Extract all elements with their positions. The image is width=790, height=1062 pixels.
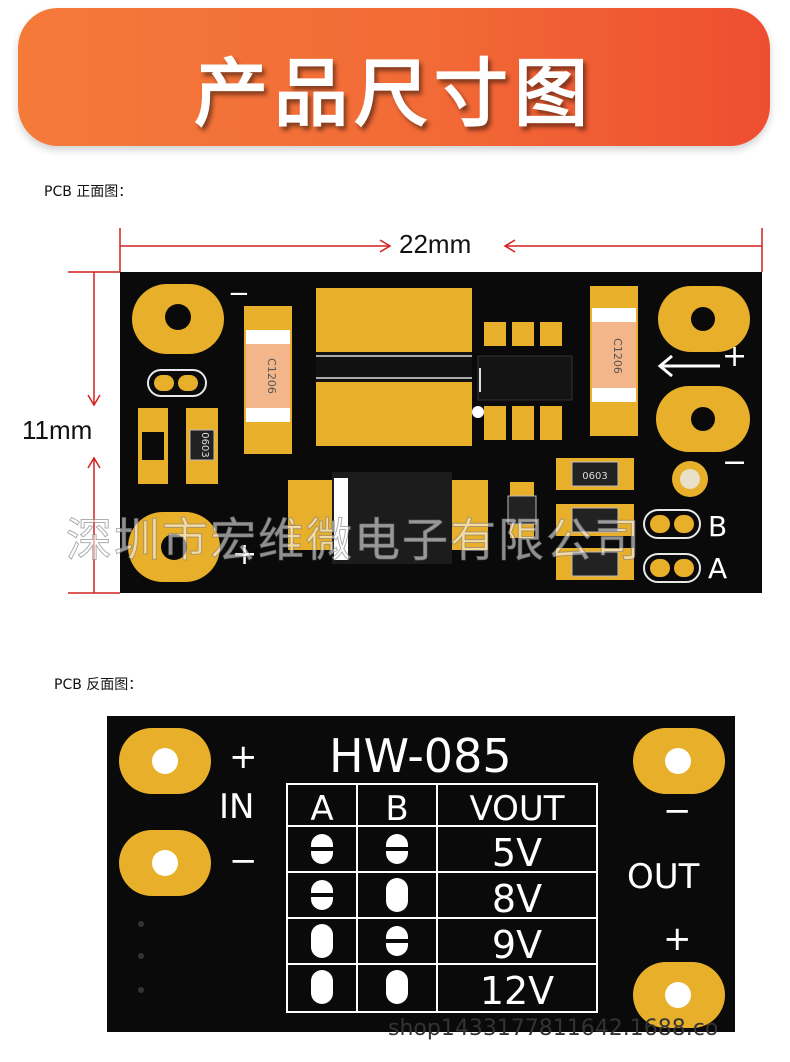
vout-row2: 8V — [492, 877, 542, 921]
front-pad-in-plus — [128, 512, 220, 582]
back-pad-out-minus — [633, 728, 725, 794]
jumper-row3-a — [311, 924, 333, 958]
back-pad-in-plus — [119, 728, 211, 794]
silk-a: A — [708, 552, 727, 585]
config-table — [286, 783, 598, 1013]
silk-minus-right: − — [722, 445, 747, 480]
banner-title: 产品尺寸图 — [194, 51, 594, 137]
silk-b: B — [708, 510, 727, 543]
back-pad-in-minus — [119, 830, 211, 896]
jumper-row3-b — [386, 926, 408, 956]
model-number: HW-085 — [329, 729, 512, 783]
pcb-front-board: 0603 C1206 C1206 + − − 0603 — [120, 272, 762, 593]
shop-url: shop1433177811642.1688.co — [388, 1016, 719, 1041]
silk-plus-left: + — [232, 537, 257, 572]
jumper-row4-a — [311, 970, 333, 1004]
in-minus: − — [229, 841, 258, 881]
watermark: 深圳市宏维微电子有限公司 — [66, 513, 642, 568]
out-plus: + — [663, 919, 692, 959]
vout-row1: 5V — [492, 831, 542, 875]
cap-label-right: C1206 — [611, 338, 624, 374]
res-0603-right: 0603 — [582, 471, 607, 482]
jumper-row2-b — [386, 878, 408, 912]
in-plus: + — [229, 737, 258, 777]
front-pad-out-plus — [658, 286, 750, 352]
height-dimension: 11mm — [22, 415, 93, 445]
front-view-label: PCB 正面图： — [44, 184, 133, 200]
silk-minus-top: − — [228, 279, 250, 309]
back-pad-out-plus — [633, 962, 725, 1028]
front-pad-out-minus — [656, 386, 750, 452]
front-pad-in-minus — [132, 284, 224, 354]
res-0603-left: 0603 — [199, 432, 210, 457]
vout-row3: 9V — [492, 923, 542, 967]
in-label: IN — [219, 787, 254, 827]
cap-label-left: C1206 — [265, 358, 278, 394]
back-view-label: PCB 反面图： — [54, 677, 143, 693]
out-minus: − — [663, 791, 692, 831]
vout-row4: 12V — [480, 969, 554, 1013]
jumper-row1-a — [311, 834, 333, 864]
table-header-b: B — [385, 789, 408, 829]
jumper-row1-b — [386, 834, 408, 864]
jumper-row4-b — [386, 970, 408, 1004]
silk-plus-right: + — [722, 339, 747, 374]
width-dimension: 22mm — [399, 229, 472, 259]
pcb-back-board: + IN − − OUT + HW-085 A B VOUT 5V 8V 9V … — [107, 716, 735, 1032]
table-header-vout: VOUT — [469, 789, 564, 829]
jumper-row2-a — [311, 880, 333, 910]
title-banner: 产品尺寸图 — [18, 8, 770, 146]
table-header-a: A — [310, 789, 333, 829]
out-label: OUT — [627, 857, 700, 897]
